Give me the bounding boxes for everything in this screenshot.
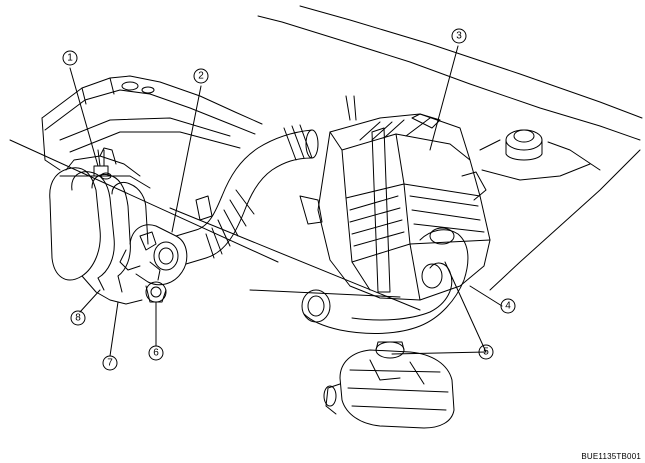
callout-leaders [70, 46, 502, 356]
callout-circle-8 [70, 310, 86, 326]
callout-circle-1 [62, 50, 78, 66]
leader-2 [172, 86, 201, 232]
callout-label-7: 7 [107, 358, 113, 369]
leader-5b [392, 352, 486, 354]
air-cleaner [300, 96, 490, 300]
leader-5a [445, 262, 486, 352]
callout-label-5: 5 [483, 347, 489, 358]
callout-circle-6 [148, 345, 164, 361]
radiator-cap [480, 130, 600, 180]
leader-7 [110, 302, 118, 356]
callout-label-6: 6 [153, 348, 159, 359]
callout-circles [62, 28, 516, 371]
reference-lines [10, 140, 420, 310]
callout-label-1: 1 [67, 53, 73, 64]
leader-4 [470, 286, 502, 306]
cylinder-head-cover [42, 76, 262, 170]
intake-manifold [50, 148, 150, 304]
leader-3 [430, 46, 458, 150]
callout-label-3: 3 [456, 31, 462, 42]
callout-label-8: 8 [75, 313, 81, 324]
callout-circle-3 [451, 28, 467, 44]
fresh-air-duct [302, 228, 468, 333]
leader-1 [70, 68, 98, 166]
callout-label-4: 4 [505, 301, 511, 312]
callout-circle-4 [500, 298, 516, 314]
callout-circle-5 [478, 344, 494, 360]
leader-8 [80, 290, 100, 312]
callout-label-2: 2 [198, 71, 204, 82]
air-hose [176, 125, 318, 264]
hood-outline [258, 6, 642, 290]
callout-circle-2 [193, 68, 209, 84]
resonance-chamber [324, 342, 454, 428]
figure-code: BUE1135TB001 [581, 452, 641, 461]
callout-circle-7 [102, 355, 118, 371]
